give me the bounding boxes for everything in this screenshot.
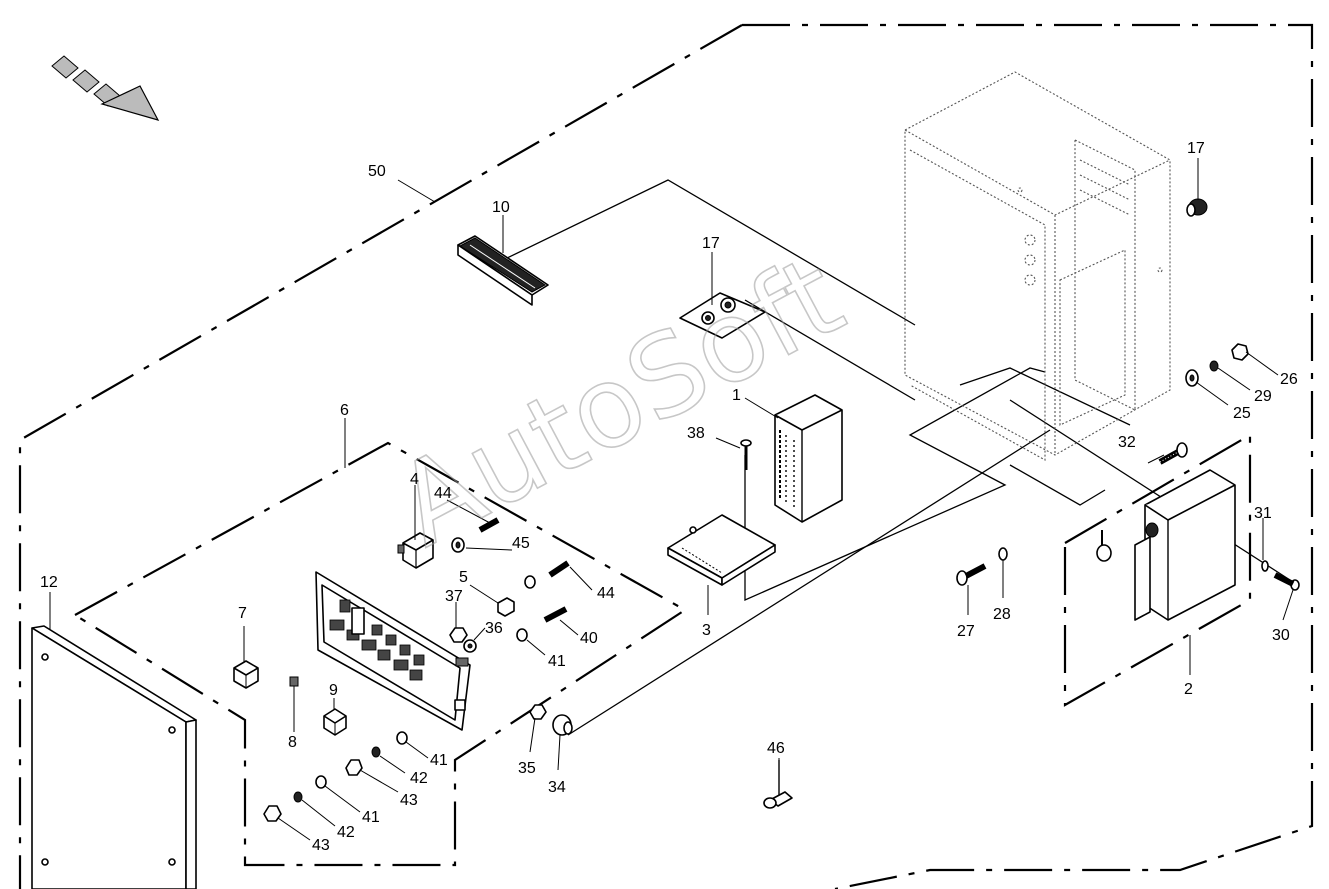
callout-9: 9 <box>329 682 338 699</box>
callout-42: 42 <box>337 824 355 841</box>
callout-2: 2 <box>1184 681 1193 698</box>
connection-lines <box>502 179 1291 736</box>
callout-35: 35 <box>518 760 536 777</box>
callout-42: 42 <box>410 770 428 787</box>
part-3-controller <box>667 514 776 586</box>
callout-28: 28 <box>993 606 1011 623</box>
callout-12: 12 <box>40 574 58 591</box>
callout-44: 44 <box>597 585 615 602</box>
callout-34: 34 <box>548 779 566 796</box>
part-5-block <box>497 597 515 617</box>
direction-arrow-icon <box>51 55 160 121</box>
callout-8: 8 <box>288 734 297 751</box>
assembly-boundary-50 <box>18 23 1314 889</box>
part-1-module <box>774 394 843 523</box>
hardware-25-29-26 <box>1185 343 1249 387</box>
part-10-vent-cover <box>457 235 549 306</box>
callout-38: 38 <box>687 425 705 442</box>
callout-27: 27 <box>957 623 975 640</box>
part-17-bracket-plate <box>679 292 766 339</box>
part-9-block <box>323 708 347 736</box>
hardware-31-30 <box>1261 560 1300 591</box>
callout-7: 7 <box>238 605 247 622</box>
callout-41: 41 <box>548 653 566 670</box>
part-32-bolt <box>1158 442 1188 465</box>
part-7-block <box>233 660 259 689</box>
callout-37: 37 <box>445 588 463 605</box>
callout-46: 46 <box>767 740 785 757</box>
callout-45: 45 <box>512 535 530 552</box>
callout-43: 43 <box>312 837 330 854</box>
callout-17: 17 <box>1187 140 1205 157</box>
callout-17: 17 <box>702 235 720 252</box>
cabinet-housing <box>904 71 1171 461</box>
callout-36: 36 <box>485 620 503 637</box>
callout-1: 1 <box>732 387 741 404</box>
callout-5: 5 <box>459 569 468 586</box>
callout-32: 32 <box>1118 434 1136 451</box>
hardware-37-36 <box>449 627 477 653</box>
part-2-drive-unit <box>1096 469 1236 621</box>
subassembly-boundary-6 <box>72 441 688 867</box>
circuit-board-panel <box>315 571 471 731</box>
callout-44: 44 <box>434 485 452 502</box>
subassembly-boundary-2 <box>1063 433 1252 707</box>
callout-31: 31 <box>1254 505 1272 522</box>
callout-29: 29 <box>1254 388 1272 405</box>
callout-43: 43 <box>400 792 418 809</box>
callout-30: 30 <box>1272 627 1290 644</box>
hardware-27-28 <box>956 547 1008 586</box>
part-4-relay <box>397 532 434 569</box>
callout-25: 25 <box>1233 405 1251 422</box>
watermark-text: AutoSoft <box>377 231 863 572</box>
callout-3: 3 <box>702 622 711 639</box>
part-17-knob <box>1186 198 1208 217</box>
hardware-stack-41-42-43 <box>263 731 408 822</box>
callout-6: 6 <box>340 402 349 419</box>
hardware-35-34 <box>529 704 573 736</box>
part-8-clip <box>289 676 299 687</box>
leader-lines <box>49 158 1294 841</box>
callout-labels: 50 10 17 17 26 29 25 1 38 32 31 30 2 27 … <box>40 140 1298 854</box>
callout-4: 4 <box>410 471 419 488</box>
hardware-40-41 <box>516 606 568 642</box>
part-12-panel <box>31 625 197 889</box>
part-46-ring-terminal <box>763 760 793 809</box>
callout-41: 41 <box>430 752 448 769</box>
callout-26: 26 <box>1280 371 1298 388</box>
hardware-44-45 <box>451 517 570 589</box>
callout-10: 10 <box>492 199 510 216</box>
callout-50: 50 <box>368 163 386 180</box>
callout-40: 40 <box>580 630 598 647</box>
callout-41: 41 <box>362 809 380 826</box>
part-38-screw <box>740 439 752 470</box>
